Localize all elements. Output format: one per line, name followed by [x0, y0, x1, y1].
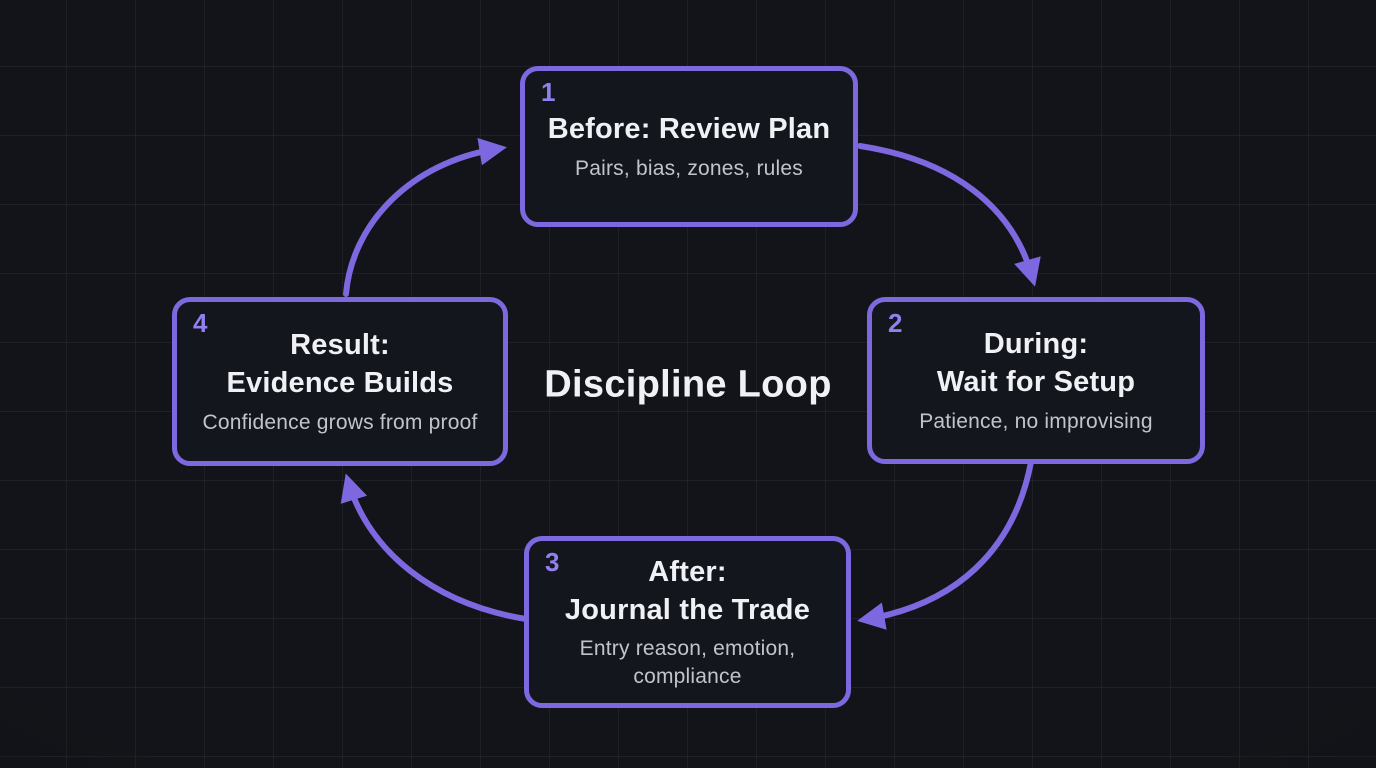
node-title-line2: Wait for Setup — [936, 365, 1136, 398]
node-title: Result: — [290, 329, 390, 362]
arrow-during-to-after — [857, 459, 1034, 630]
node-title: Before: Review Plan — [547, 113, 831, 145]
node-title-line2: Journal the Trade — [564, 593, 811, 626]
node-title: During: — [983, 328, 1089, 361]
node-after-journal-the-trade: 3 After: Journal the Trade Entry reason,… — [524, 536, 851, 708]
node-subtitle: Pairs, bias, zones, rules — [575, 156, 803, 180]
diagram-title: Discipline Loop — [544, 363, 832, 406]
node-number: 1 — [541, 77, 556, 107]
node-during-wait-for-setup: 2 During: Wait for Setup Patience, no im… — [867, 297, 1205, 464]
arrow-after-to-result — [340, 473, 529, 622]
arrow-result-to-before — [343, 138, 507, 297]
node-number: 4 — [193, 308, 208, 338]
node-number: 2 — [888, 308, 903, 338]
node-title: After: — [648, 556, 727, 589]
node-subtitle: Confidence grows from proof — [202, 410, 478, 434]
node-number: 3 — [545, 547, 560, 577]
node-result-evidence-builds: 4 Result: Evidence Builds Confidence gro… — [172, 297, 508, 466]
node-before-review-plan: 1 Before: Review Plan Pairs, bias, zones… — [520, 66, 858, 227]
node-subtitle: Patience, no improvising — [919, 409, 1153, 433]
node-subtitle: Entry reason, emotion, compliance — [579, 637, 796, 688]
node-title-line2: Evidence Builds — [226, 366, 454, 399]
arrow-before-to-during — [857, 143, 1041, 287]
